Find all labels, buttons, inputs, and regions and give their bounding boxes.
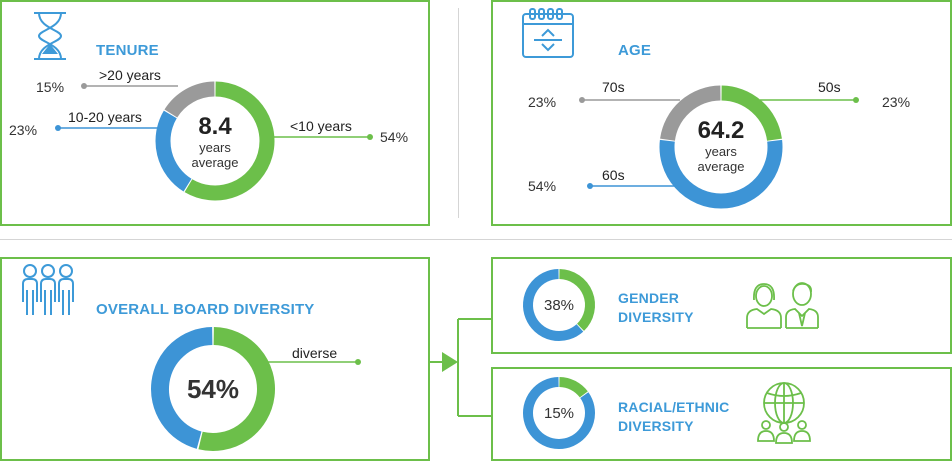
gender-title: GENDER DIVERSITY xyxy=(618,289,694,327)
tenure-pct-10-20: 23% xyxy=(9,122,38,138)
age-leader-60s-dot xyxy=(587,183,593,189)
people-group-icon xyxy=(22,264,74,315)
overall-panel xyxy=(0,257,430,461)
horizontal-divider xyxy=(0,239,952,240)
man-woman-icon xyxy=(746,282,819,329)
gender-title-line1: GENDER xyxy=(618,290,680,306)
overall-title: OVERALL BOARD DIVERSITY xyxy=(96,301,315,318)
racial-title-line1: RACIAL/ETHNIC xyxy=(618,399,730,415)
tenure-label-under10: <10 years xyxy=(290,118,352,134)
tenure-center-line1: years xyxy=(199,140,231,155)
gender-title-line2: DIVERSITY xyxy=(618,309,694,325)
age-leader-70s-dot xyxy=(579,97,585,103)
gender-center-value: 38% xyxy=(543,297,575,314)
racial-title-line2: DIVERSITY xyxy=(618,418,694,434)
tenure-segment-1 xyxy=(155,110,192,192)
tenure-segment-0 xyxy=(184,81,275,201)
hourglass-icon xyxy=(34,12,66,60)
tenure-center: 8.4 years average xyxy=(170,113,260,171)
age-pct-70s: 23% xyxy=(528,94,557,110)
overall-label-diverse: diverse xyxy=(292,345,338,361)
age-pct-60s: 54% xyxy=(528,178,557,194)
tenure-leader-10-20-dot xyxy=(55,125,61,131)
racial-center-value: 15% xyxy=(543,405,575,422)
age-segment-2 xyxy=(660,85,721,142)
overall-center-value: 54% xyxy=(186,374,240,404)
calendar-icon xyxy=(522,8,574,58)
age-center-line1: years xyxy=(705,144,737,159)
age-leader-50s-dot xyxy=(853,97,859,103)
age-segment-0 xyxy=(721,85,782,142)
overall-leader-diverse-dot xyxy=(355,359,361,365)
age-label-60s: 60s xyxy=(602,167,625,183)
gender-segment-rest xyxy=(523,269,584,341)
racial-segment-value xyxy=(559,377,588,398)
tenure-center-line2: average xyxy=(191,155,239,170)
tenure-label-over20: >20 years xyxy=(99,67,161,83)
age-title: AGE xyxy=(618,42,652,59)
tenure-pct-under10: 54% xyxy=(380,129,409,145)
age-center: 64.2 years average xyxy=(675,117,767,175)
age-panel xyxy=(491,0,952,226)
tenure-label-10-20: 10-20 years xyxy=(68,109,142,125)
tenure-center-value: 8.4 xyxy=(198,113,232,140)
tenure-leader-under10-dot xyxy=(367,134,373,140)
globe-people-icon xyxy=(757,382,811,444)
tenure-pct-over20: 15% xyxy=(36,79,65,95)
overall-segment-value xyxy=(198,327,275,451)
tenure-leader-over20-dot xyxy=(81,83,87,89)
age-label-50s: 50s xyxy=(818,79,841,95)
racial-title: RACIAL/ETHNIC DIVERSITY xyxy=(618,398,729,436)
tenure-segment-2 xyxy=(164,81,215,118)
overall-segment-rest xyxy=(151,327,213,449)
tenure-title: TENURE xyxy=(96,42,159,59)
age-center-value: 64.2 xyxy=(697,117,745,144)
age-pct-50s: 23% xyxy=(882,94,911,110)
age-center-line2: average xyxy=(697,159,745,174)
vertical-divider xyxy=(458,8,459,218)
age-segment-1 xyxy=(659,139,783,209)
gender-segment-value xyxy=(559,269,595,331)
age-label-70s: 70s xyxy=(602,79,625,95)
racial-segment-rest xyxy=(523,377,595,449)
